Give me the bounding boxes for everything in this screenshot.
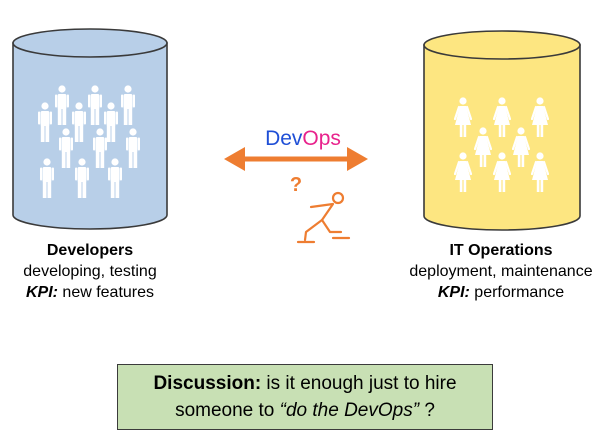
ice-skater-icon <box>296 191 351 244</box>
operations-kpi: KPI: performance <box>392 282 610 303</box>
question-mark: ? <box>289 174 303 196</box>
operations-kpi-key: KPI: <box>437 284 470 301</box>
devops-label-ops: Ops <box>302 127 341 150</box>
developers-label: Developers developing, testing KPI: new … <box>0 241 180 303</box>
discussion-line-1: Discussion: is it enough just to hire <box>118 370 492 397</box>
developers-kpi: KPI: new features <box>0 282 180 303</box>
discussion-key: Discussion: <box>153 373 262 394</box>
operations-title: IT Operations <box>449 242 553 259</box>
developers-activities: developing, testing <box>23 263 157 280</box>
discussion-line1-text: is it enough just to hire <box>261 373 457 394</box>
developers-kpi-key: KPI: <box>25 284 58 301</box>
discussion-line2-end: ? <box>419 400 435 421</box>
operations-kpi-value: performance <box>469 284 565 301</box>
discussion-box: Discussion: is it enough just to hire so… <box>117 364 493 430</box>
operations-label: IT Operations deployment, maintenance KP… <box>392 241 610 303</box>
discussion-quote: “do the DevOps” <box>279 400 420 421</box>
operations-cylinder <box>423 30 581 231</box>
devops-label-dev: Dev <box>265 127 303 150</box>
operations-activities: deployment, maintenance <box>409 263 593 280</box>
developers-title: Developers <box>46 242 134 259</box>
developers-cylinder <box>12 28 168 230</box>
developers-kpi-value: new features <box>57 284 155 301</box>
discussion-line2-start: someone to <box>175 400 280 421</box>
devops-label: DevOps <box>248 126 358 152</box>
double-arrow-icon <box>224 147 368 171</box>
discussion-line-2: someone to “do the DevOps” ? <box>118 397 492 424</box>
